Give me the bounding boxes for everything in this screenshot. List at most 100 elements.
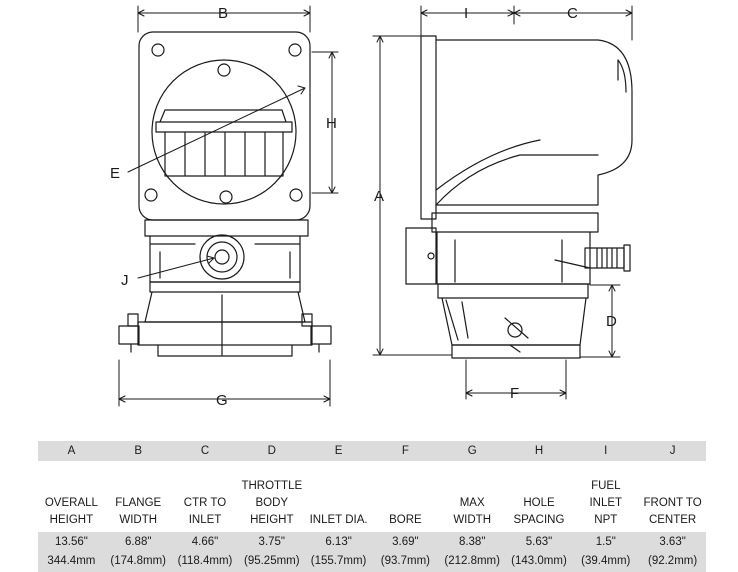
side-base: [451, 344, 581, 359]
side-throttle-body: [436, 231, 591, 285]
side-collar: [431, 212, 599, 233]
column-name: CTR TO INLET: [172, 461, 239, 532]
flange-bolt-hole-br: [289, 188, 303, 202]
front-view-dimensions: [118, 5, 339, 407]
value-metric: (118.4mm): [177, 555, 233, 567]
value-metric: (155.7mm): [310, 555, 367, 567]
fuel-fitting-inner: [214, 249, 230, 265]
side-skirt: [437, 283, 589, 346]
column-name-line: FLANGE: [115, 497, 162, 509]
dim-line-d: [579, 284, 621, 358]
dim-label-c: C: [567, 5, 578, 22]
flange-bolt-hole-tr: [288, 43, 302, 57]
column-letter: C: [171, 441, 239, 461]
dim-label-f: F: [510, 385, 519, 402]
column-letter: G: [438, 441, 506, 461]
value-imperial: 3.75": [258, 536, 286, 548]
fuel-inlet-fitting: [584, 247, 598, 269]
value-imperial: 6.88": [124, 536, 152, 548]
column-name-line: FRONT TO: [643, 497, 702, 509]
column-name: INLET DIA.: [305, 461, 372, 532]
value-metric: (143.0mm): [511, 555, 567, 567]
column-name-line: HOLE: [523, 497, 555, 509]
value-imperial: 1.5": [595, 536, 616, 548]
column-name-line: BORE: [389, 514, 422, 526]
value-metric: (212.8mm): [444, 555, 500, 567]
dim-line-j: [137, 255, 215, 279]
value-metric: (174.8mm): [110, 555, 166, 567]
value-imperial: 6.13": [325, 536, 352, 548]
dim-line-i-c: [420, 5, 633, 41]
dim-label-a: A: [374, 188, 384, 205]
column-name: FLANGE WIDTH: [105, 461, 172, 532]
column-letter: B: [104, 441, 172, 461]
dim-line-h: [311, 51, 339, 194]
column-letter: I: [572, 441, 640, 461]
fuel-fitting-outer: [199, 234, 245, 280]
column-value: 3.69"(93.7mm): [371, 532, 439, 572]
column-name: THROTTLE BODY HEIGHT: [238, 461, 305, 532]
column-name-line: MAX: [459, 497, 485, 509]
column-letter: E: [305, 441, 372, 461]
technical-drawing: B H E J G: [110, 5, 633, 409]
column-name-line: FUEL: [591, 480, 621, 492]
column-name: MAX WIDTH: [439, 461, 506, 532]
value-imperial: 13.56": [54, 536, 88, 548]
column-name-line: WIDTH: [119, 514, 158, 526]
column-value: 4.66" (118.4mm): [171, 532, 239, 572]
column-name-line: CENTER: [648, 514, 697, 526]
column-value: 6.13" (155.7mm): [305, 532, 372, 572]
column-name: OVERALL HEIGHT: [38, 461, 105, 532]
throttle-body-skirt: [144, 281, 306, 323]
side-view: [405, 35, 633, 359]
clamp-right: [310, 325, 332, 345]
column-value: 5.63" (143.0mm): [505, 532, 573, 572]
dim-line-f: [465, 359, 567, 400]
side-view-dimensions: [372, 5, 633, 400]
elbow-body: [435, 39, 633, 206]
dim-label-h: H: [326, 115, 337, 132]
column-name: BORE: [372, 461, 439, 532]
column-name-line: HEIGHT: [49, 514, 94, 526]
side-actuator-box: [405, 227, 437, 285]
dim-line-e: [127, 85, 306, 173]
column-name-line: OVERALL: [44, 497, 98, 509]
dim-label-d: D: [606, 313, 617, 330]
column-name-line: WIDTH: [453, 514, 492, 526]
column-letter: J: [639, 441, 706, 461]
dim-line-a: [372, 35, 453, 356]
column-name-line: CTR TO: [183, 497, 227, 509]
column-letter: H: [505, 441, 573, 461]
side-flange: [420, 35, 437, 220]
column-name-line: THROTTLE: [241, 480, 303, 492]
fuel-inlet-thread: [596, 247, 625, 269]
value-imperial: 4.66": [191, 536, 219, 548]
dim-label-j: J: [121, 272, 129, 289]
column-name-line: NPT: [594, 514, 618, 526]
fuel-fitting-mid: [206, 241, 238, 273]
column-value: 8.38" (212.8mm): [438, 532, 506, 572]
dim-label-b: B: [218, 5, 228, 22]
value-imperial: 5.63": [525, 536, 553, 548]
value-imperial: 8.38": [458, 536, 486, 548]
column-name-line: HEIGHT: [250, 514, 294, 526]
column-name: FUEL INLET NPT: [572, 461, 639, 532]
column-name-line: INLET: [589, 497, 623, 509]
value-metric: 344.4mm: [47, 555, 96, 567]
column-name: FRONT TO CENTER: [639, 461, 706, 532]
column-name-line: INLET: [188, 514, 222, 526]
dim-label-g: G: [216, 392, 228, 409]
column-name-line: INLET DIA.: [309, 514, 368, 526]
dim-line-g: [118, 359, 331, 407]
value-metric: (92.2mm): [647, 555, 698, 567]
inlet-opening: [151, 59, 297, 205]
column-value: 6.88" (174.8mm): [104, 532, 172, 572]
column-value: 1.5"(39.4mm): [572, 532, 640, 572]
value-metric: (93.7mm): [380, 555, 430, 567]
column-name-line: BODY: [255, 497, 289, 509]
base-flange: [137, 321, 313, 357]
clamp-left: [118, 325, 140, 345]
